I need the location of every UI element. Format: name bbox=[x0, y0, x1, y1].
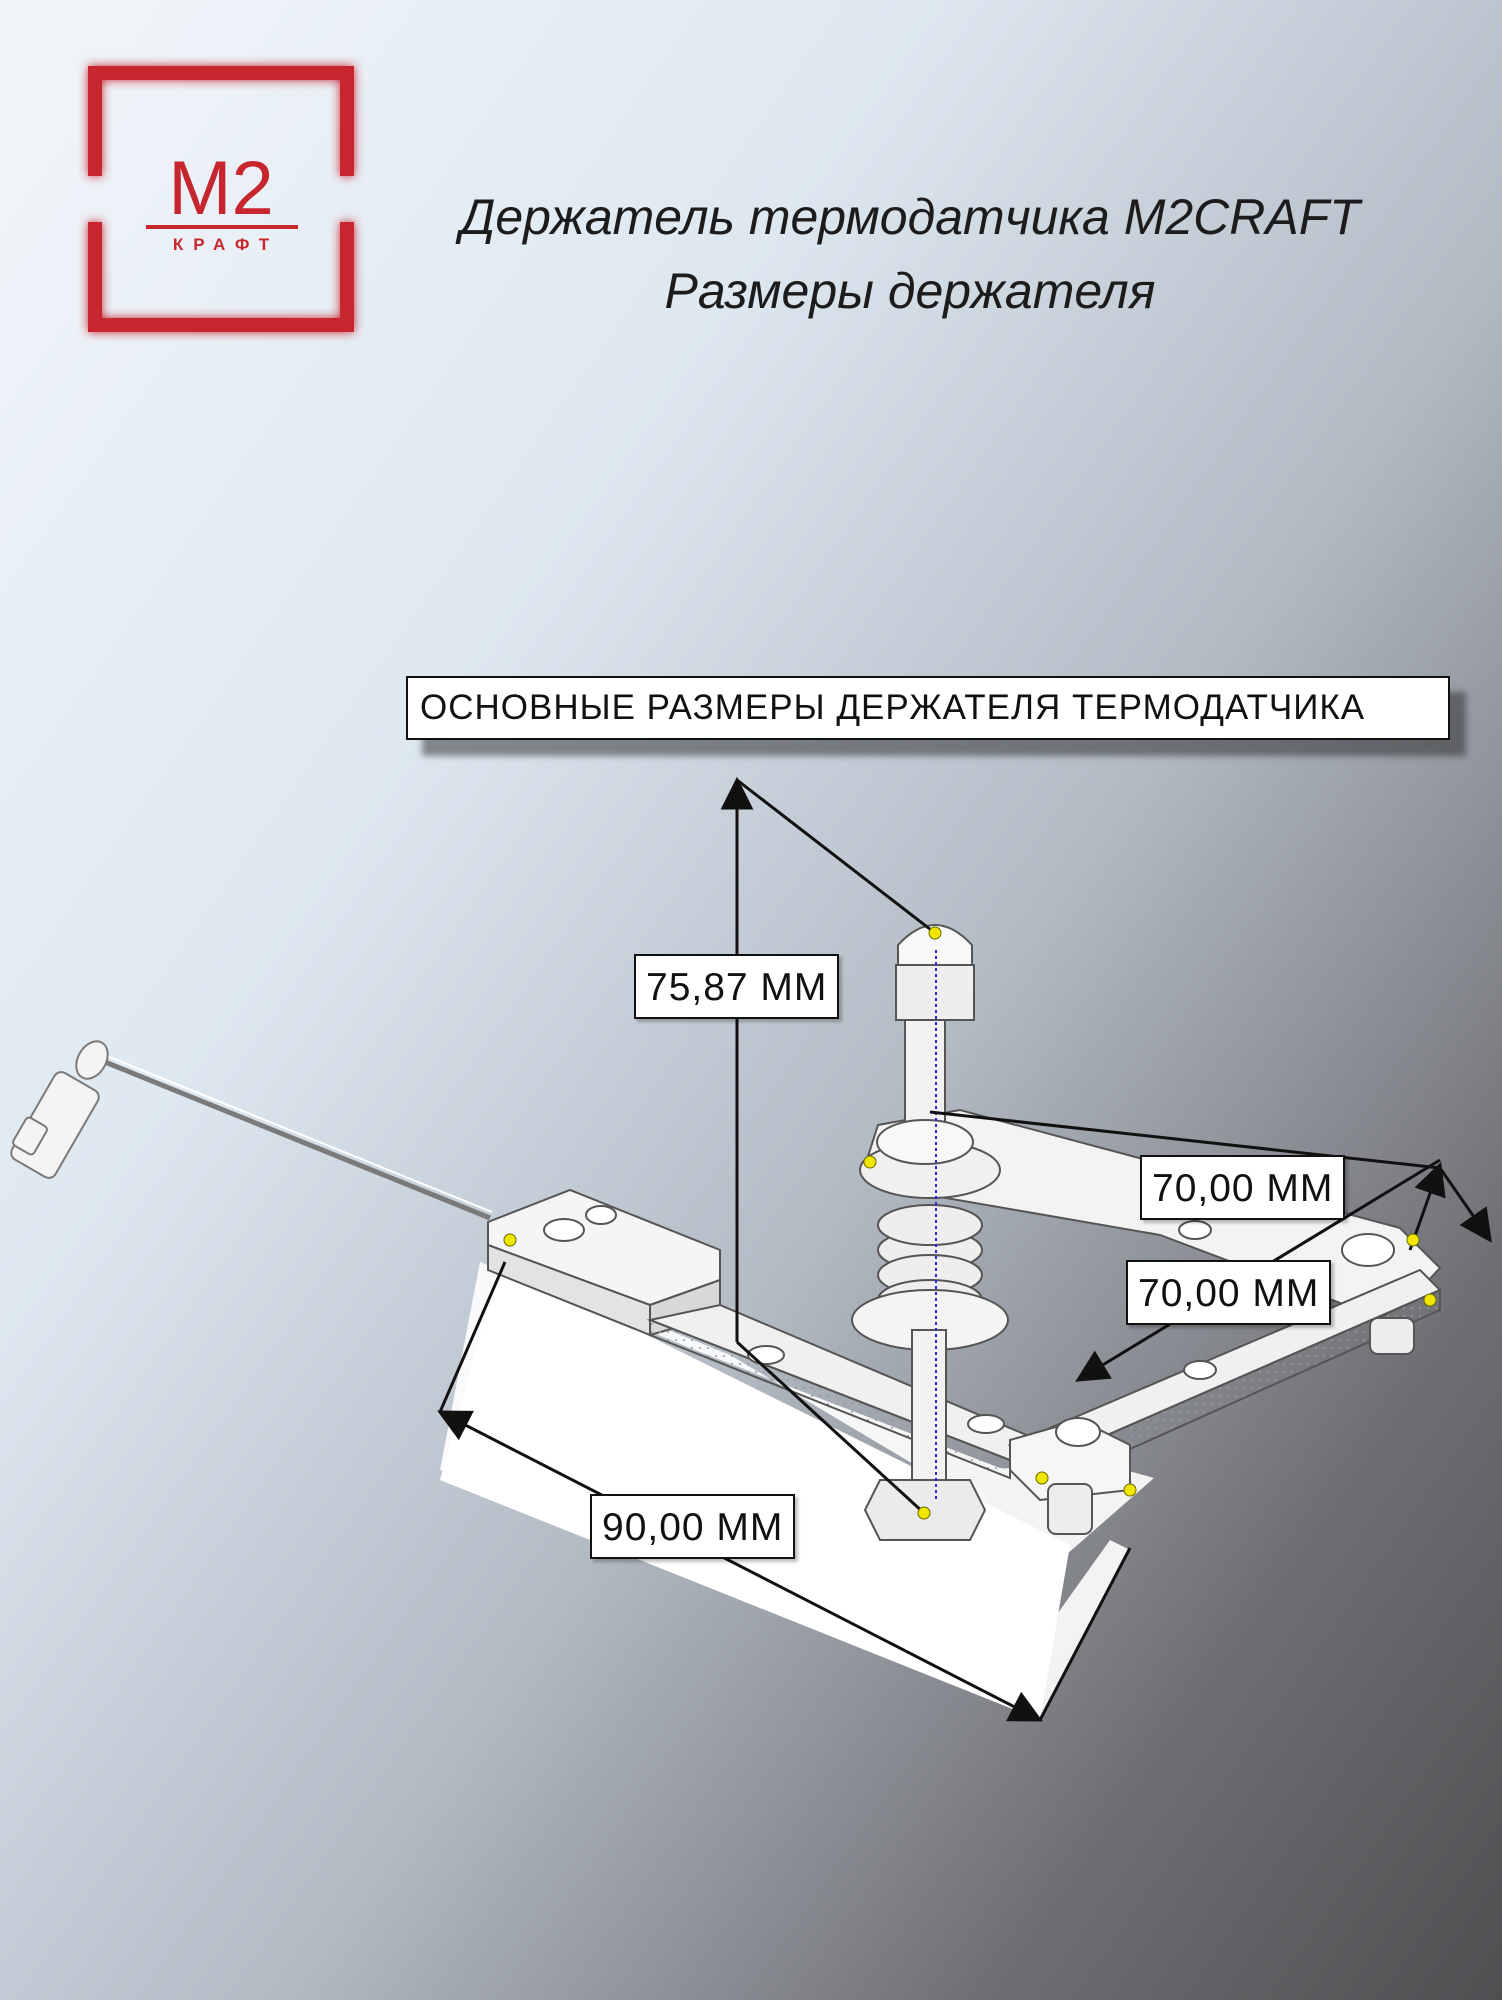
page-title-line-1: Держатель термодатчика M2CRAFT bbox=[460, 189, 1360, 245]
logo-brand: M2 bbox=[168, 146, 274, 231]
dim-length-line bbox=[437, 1410, 1043, 1722]
spring-stud-assembly bbox=[851, 924, 1009, 1541]
dim-height-ext-top bbox=[736, 778, 936, 935]
dim-length-ext-right bbox=[1038, 1547, 1132, 1721]
dimension-length-label: 90,00 ММ bbox=[590, 1494, 796, 1559]
dim-arm-upper-arrow bbox=[1438, 1167, 1492, 1243]
dim-length-ext-left bbox=[438, 1261, 507, 1413]
drawing-title: ОСНОВНЫЕ РАЗМЕРЫ ДЕРЖАТЕЛЯ ТЕРМОДАТЧИКА bbox=[406, 676, 1450, 740]
dimension-arm-lower-label: 70,00 ММ bbox=[1126, 1260, 1332, 1325]
dimension-height-label: 75,87 ММ bbox=[634, 954, 840, 1019]
logo-mark: M2 КРАФТ bbox=[88, 66, 354, 332]
logo-subtitle: КРАФТ bbox=[173, 235, 279, 254]
dimension-arm-upper-label: 70,00 ММ bbox=[1140, 1155, 1346, 1220]
logo-frame bbox=[88, 66, 354, 332]
dimension-lines bbox=[437, 776, 1492, 1722]
dim-arm-upper-ext bbox=[929, 1110, 1441, 1170]
temperature-probe bbox=[10, 1040, 493, 1221]
page-title-line-2: Размеры держателя bbox=[664, 263, 1156, 319]
m2-kraft-logo: M2 КРАФТ bbox=[88, 66, 354, 332]
page-title: Держатель термодатчика M2CRAFT Размеры д… bbox=[440, 180, 1380, 328]
reference-points bbox=[503, 926, 1437, 1520]
